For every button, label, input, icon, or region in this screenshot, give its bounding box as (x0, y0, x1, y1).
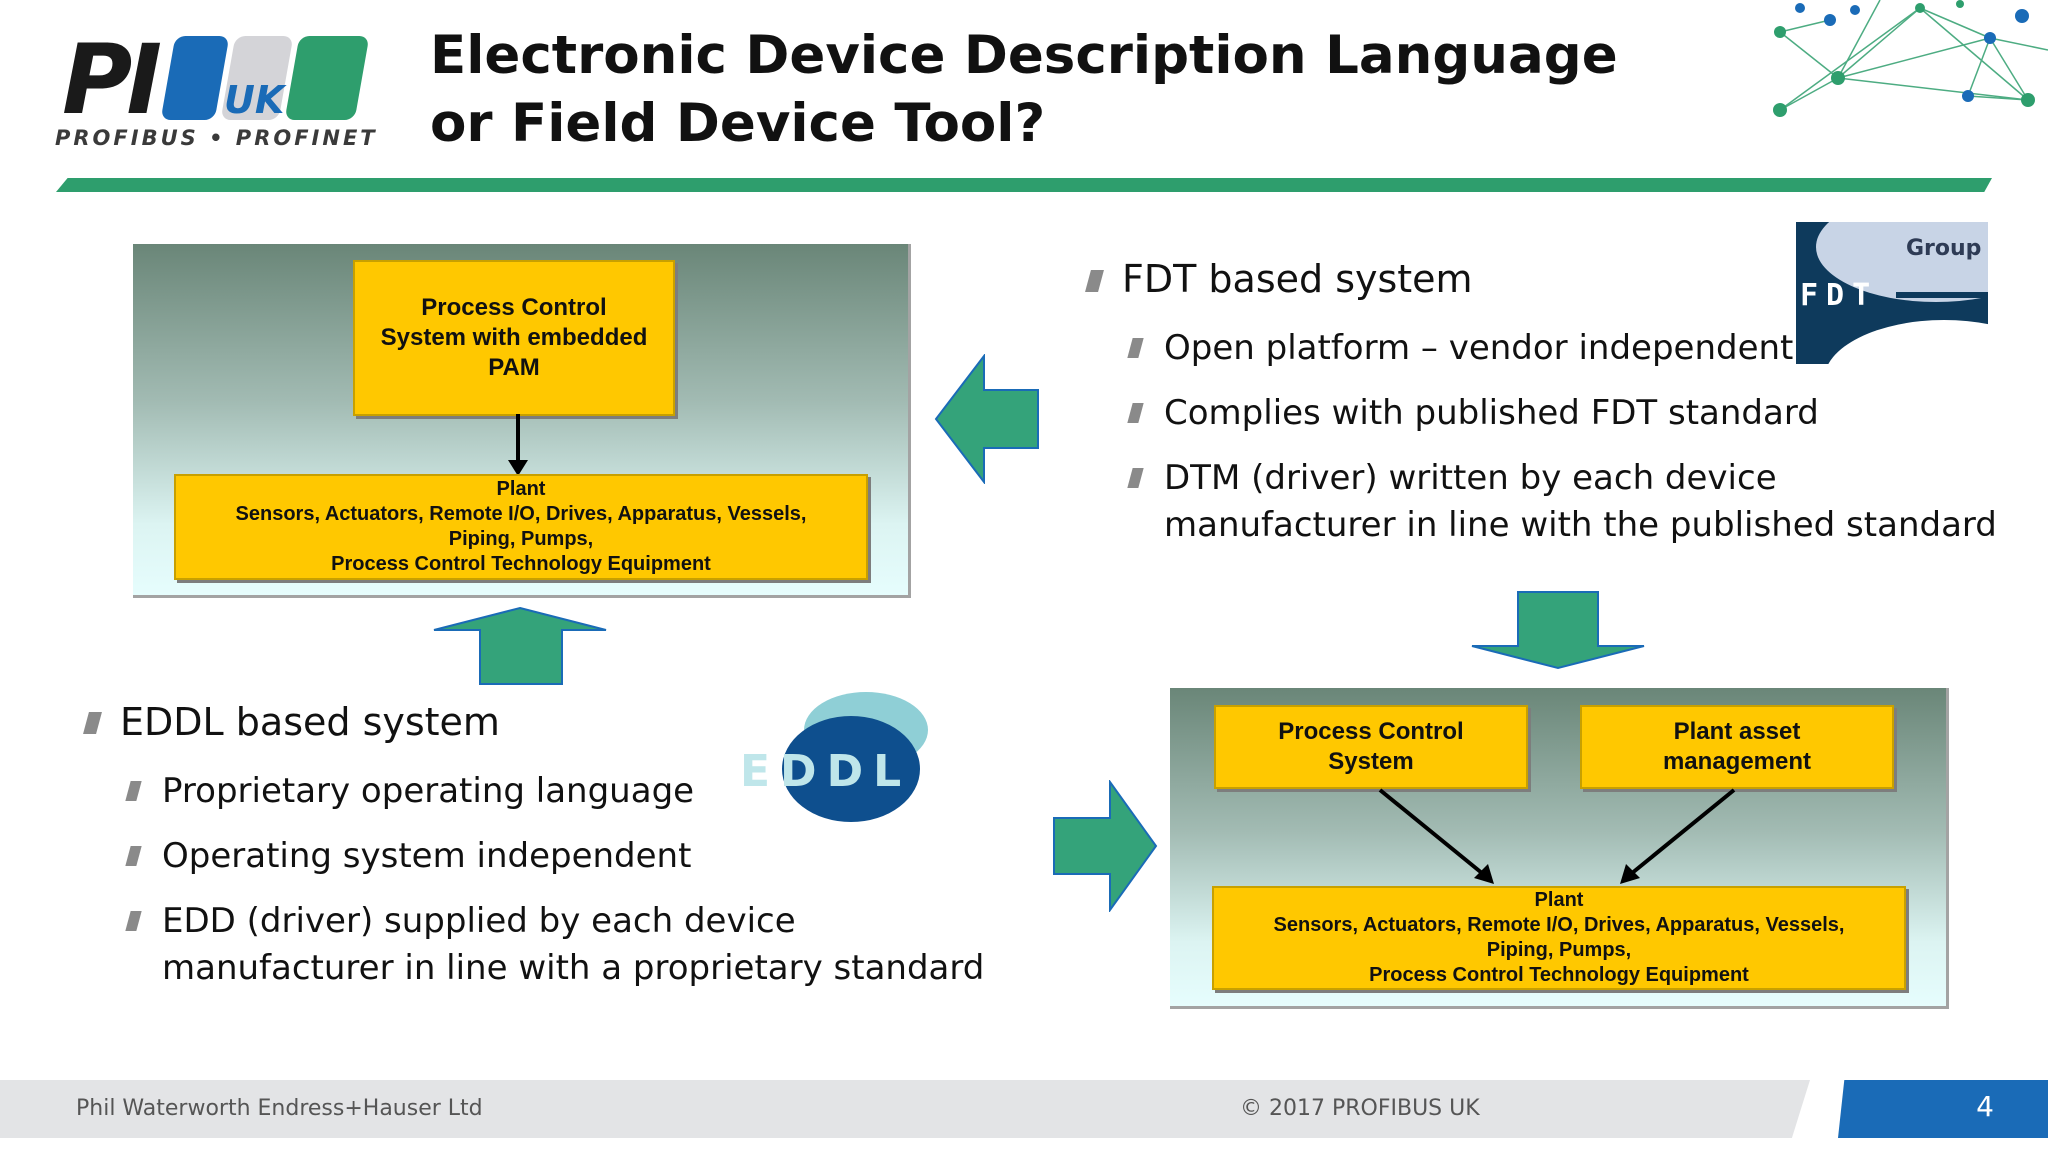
eddl-item-1: Proprietary operating language (162, 771, 695, 811)
arrow-down-icon (1471, 591, 1645, 670)
pcs2-line-2: System (1328, 748, 1414, 775)
pam-line-1: Plant asset (1673, 718, 1801, 745)
eddl-item-3-cont: manufacturer in line with a proprietary … (162, 948, 985, 988)
pcs-line-3: PAM (488, 354, 540, 381)
bullet-marker (1127, 338, 1144, 358)
bullet-marker (125, 911, 142, 931)
plant2-line-2: Sensors, Actuators, Remote I/O, Drives, … (1273, 914, 1845, 936)
process-control-system-box: Process Control System (1214, 705, 1528, 789)
pcs-line-1: Process Control (421, 294, 607, 321)
fdt-heading: FDT based system (1122, 257, 1473, 301)
pcs-line-2: System with embedded (380, 324, 648, 351)
fdt-item-1: Open platform – vendor independent (1164, 328, 1794, 368)
fdt-item-3-cont: manufacturer in line with the published … (1164, 505, 1997, 545)
fdt-item-3: DTM (driver) written by each device (1164, 458, 1777, 498)
eddl-item-2: Operating system independent (162, 836, 692, 876)
slide-title: Electronic Device Description Language o… (430, 22, 1630, 158)
page-number: 4 (1976, 1090, 1994, 1123)
logo-uk-text: UK (224, 78, 285, 122)
bullet-marker (1127, 403, 1144, 423)
fdt-logo-text: FDT (1800, 278, 1879, 313)
bullet-marker (83, 712, 102, 734)
arrow-up-icon (433, 606, 607, 685)
page-number-tab (1838, 1080, 2048, 1138)
eddl-item-3: EDD (driver) supplied by each device (162, 901, 796, 941)
fdt-item-2: Complies with published FDT standard (1164, 393, 1819, 433)
fdt-group-logo: Group FDT (1796, 222, 1988, 364)
connector-arrows-icon (1378, 788, 1736, 884)
plant-box: Plant Sensors, Actuators, Remote I/O, Dr… (174, 474, 868, 580)
plant-line-1: Plant (496, 478, 546, 500)
pam-line-2: management (1662, 748, 1812, 775)
pi-logo-text: PI (62, 24, 162, 136)
plant-line-4: Process Control Technology Equipment (331, 553, 711, 575)
plant-line-3: Piping, Pumps, (448, 528, 594, 550)
network-graphic-icon (1773, 0, 2048, 117)
logo-tile-green (284, 36, 370, 120)
logo-subtitle: PROFIBUS • PROFINET (55, 126, 378, 150)
plant-line-2: Sensors, Actuators, Remote I/O, Drives, … (235, 503, 807, 525)
bullet-marker (1085, 270, 1104, 292)
pcs2-line-1: Process Control (1278, 718, 1464, 745)
eddl-heading: EDDL based system (120, 700, 500, 744)
bullet-marker (125, 846, 142, 866)
arrow-left-icon (934, 354, 1039, 484)
bullet-marker (1127, 468, 1144, 488)
eddl-logo: EDDL (740, 688, 952, 828)
plant2-line-1: Plant (1534, 889, 1584, 911)
fdt-logo-group-text: Group (1906, 236, 1982, 261)
eddl-logo-text: EDDL (740, 746, 912, 797)
plant2-line-4: Process Control Technology Equipment (1369, 964, 1749, 986)
header-divider (56, 178, 1992, 192)
footer-copyright: © 2017 PROFIBUS UK (1240, 1096, 1480, 1121)
process-control-box: Process Control System with embedded PAM (353, 260, 675, 416)
title-line-1: Electronic Device Description Language (430, 25, 1618, 86)
bullet-marker (125, 781, 142, 801)
footer-bar (0, 1080, 1810, 1138)
plant-asset-management-box: Plant asset management (1580, 705, 1894, 789)
plant-box-2: Plant Sensors, Actuators, Remote I/O, Dr… (1212, 886, 1906, 990)
title-line-2: or Field Device Tool? (430, 93, 1046, 154)
plant2-line-3: Piping, Pumps, (1486, 939, 1632, 961)
footer-author: Phil Waterworth Endress+Hauser Ltd (76, 1096, 483, 1121)
arrow-right-icon (1053, 780, 1158, 912)
connector-arrow-icon (508, 414, 528, 476)
